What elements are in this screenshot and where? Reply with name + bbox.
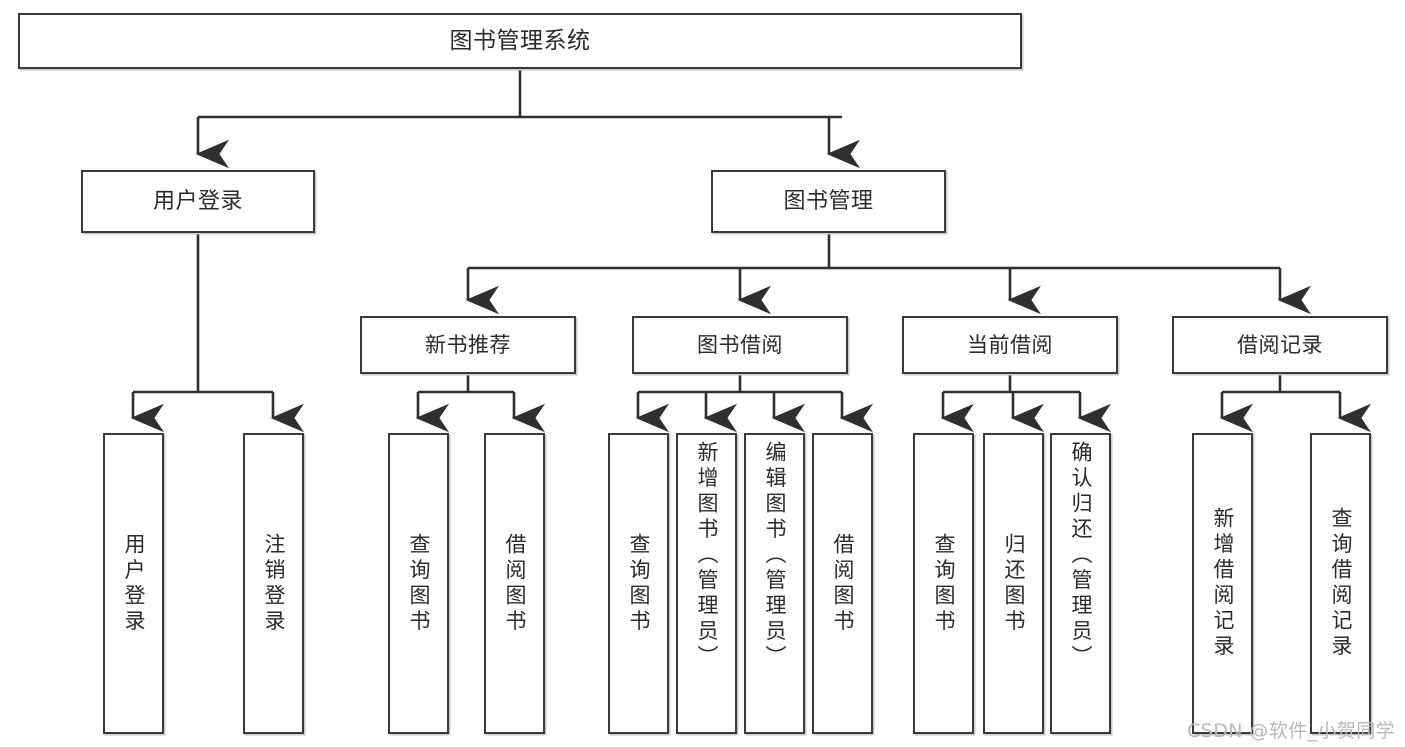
node-label: 确认归还（管理员） [1069,441,1093,671]
node-label: 新增图书（管理员） [695,441,719,671]
node-label: 图书管理 [783,188,874,214]
csdn-watermark: CSDN @软件_小贺同学 [1187,720,1395,742]
node-leaf-query-book-recommend[interactable]: 查询图书 [388,433,449,734]
node-label: 编辑图书（管理员） [763,441,787,671]
node-new-book-recommend[interactable]: 新书推荐 [360,316,576,374]
node-book-borrow[interactable]: 图书借阅 [632,316,848,374]
edges-root-to-level2 [195,69,860,169]
node-user-login[interactable]: 用户登录 [81,170,315,233]
node-label: 查询图书 [932,532,956,635]
node-leaf-query-borrow-record[interactable]: 查询借阅记录 [1310,433,1371,734]
node-label: 新增借阅记录 [1211,507,1235,660]
node-leaf-edit-book-admin[interactable]: 编辑图书（管理员） [744,433,805,734]
node-leaf-borrow-book-recommend[interactable]: 借阅图书 [484,433,545,734]
node-leaf-add-borrow-record[interactable]: 新增借阅记录 [1192,433,1253,734]
node-leaf-borrow-book[interactable]: 借阅图书 [812,433,873,734]
node-root-system[interactable]: 图书管理系统 [18,13,1022,69]
edges-user-login-to-leaves [130,233,304,433]
edges-current-borrow-to-leaves [940,374,1111,433]
node-label: 图书管理系统 [449,27,591,54]
node-label: 当前借阅 [967,332,1053,357]
node-leaf-query-book-current[interactable]: 查询图书 [913,433,974,734]
node-label: 用户登录 [122,532,146,635]
node-book-manage[interactable]: 图书管理 [711,170,946,233]
node-current-borrow[interactable]: 当前借阅 [902,316,1118,374]
edges-borrow-record-to-leaves [1219,374,1371,433]
node-label: 图书借阅 [697,332,783,357]
node-label: 查询图书 [627,532,651,635]
node-label: 借阅记录 [1237,332,1323,357]
node-label: 新书推荐 [425,332,511,357]
node-leaf-query-book-borrow[interactable]: 查询图书 [608,433,669,734]
node-label: 查询图书 [407,532,431,635]
node-leaf-user-login[interactable]: 用户登录 [103,433,164,734]
node-leaf-return-book[interactable]: 归还图书 [983,433,1044,734]
edges-book-borrow-to-leaves [635,374,873,433]
node-leaf-logout[interactable]: 注销登录 [243,433,304,734]
node-label: 归还图书 [1002,532,1026,635]
node-leaf-confirm-return-admin[interactable]: 确认归还（管理员） [1050,433,1111,734]
edges-new-book-recommend-to-leaves [415,374,545,433]
node-label: 借阅图书 [503,532,527,635]
node-label: 借阅图书 [831,532,855,635]
node-label: 查询借阅记录 [1329,507,1353,660]
edges-level2-to-level3 [465,233,1311,315]
node-leaf-add-book-admin[interactable]: 新增图书（管理员） [676,433,737,734]
node-borrow-record[interactable]: 借阅记录 [1172,316,1388,374]
node-label: 用户登录 [152,188,243,214]
node-label: 注销登录 [262,532,286,635]
